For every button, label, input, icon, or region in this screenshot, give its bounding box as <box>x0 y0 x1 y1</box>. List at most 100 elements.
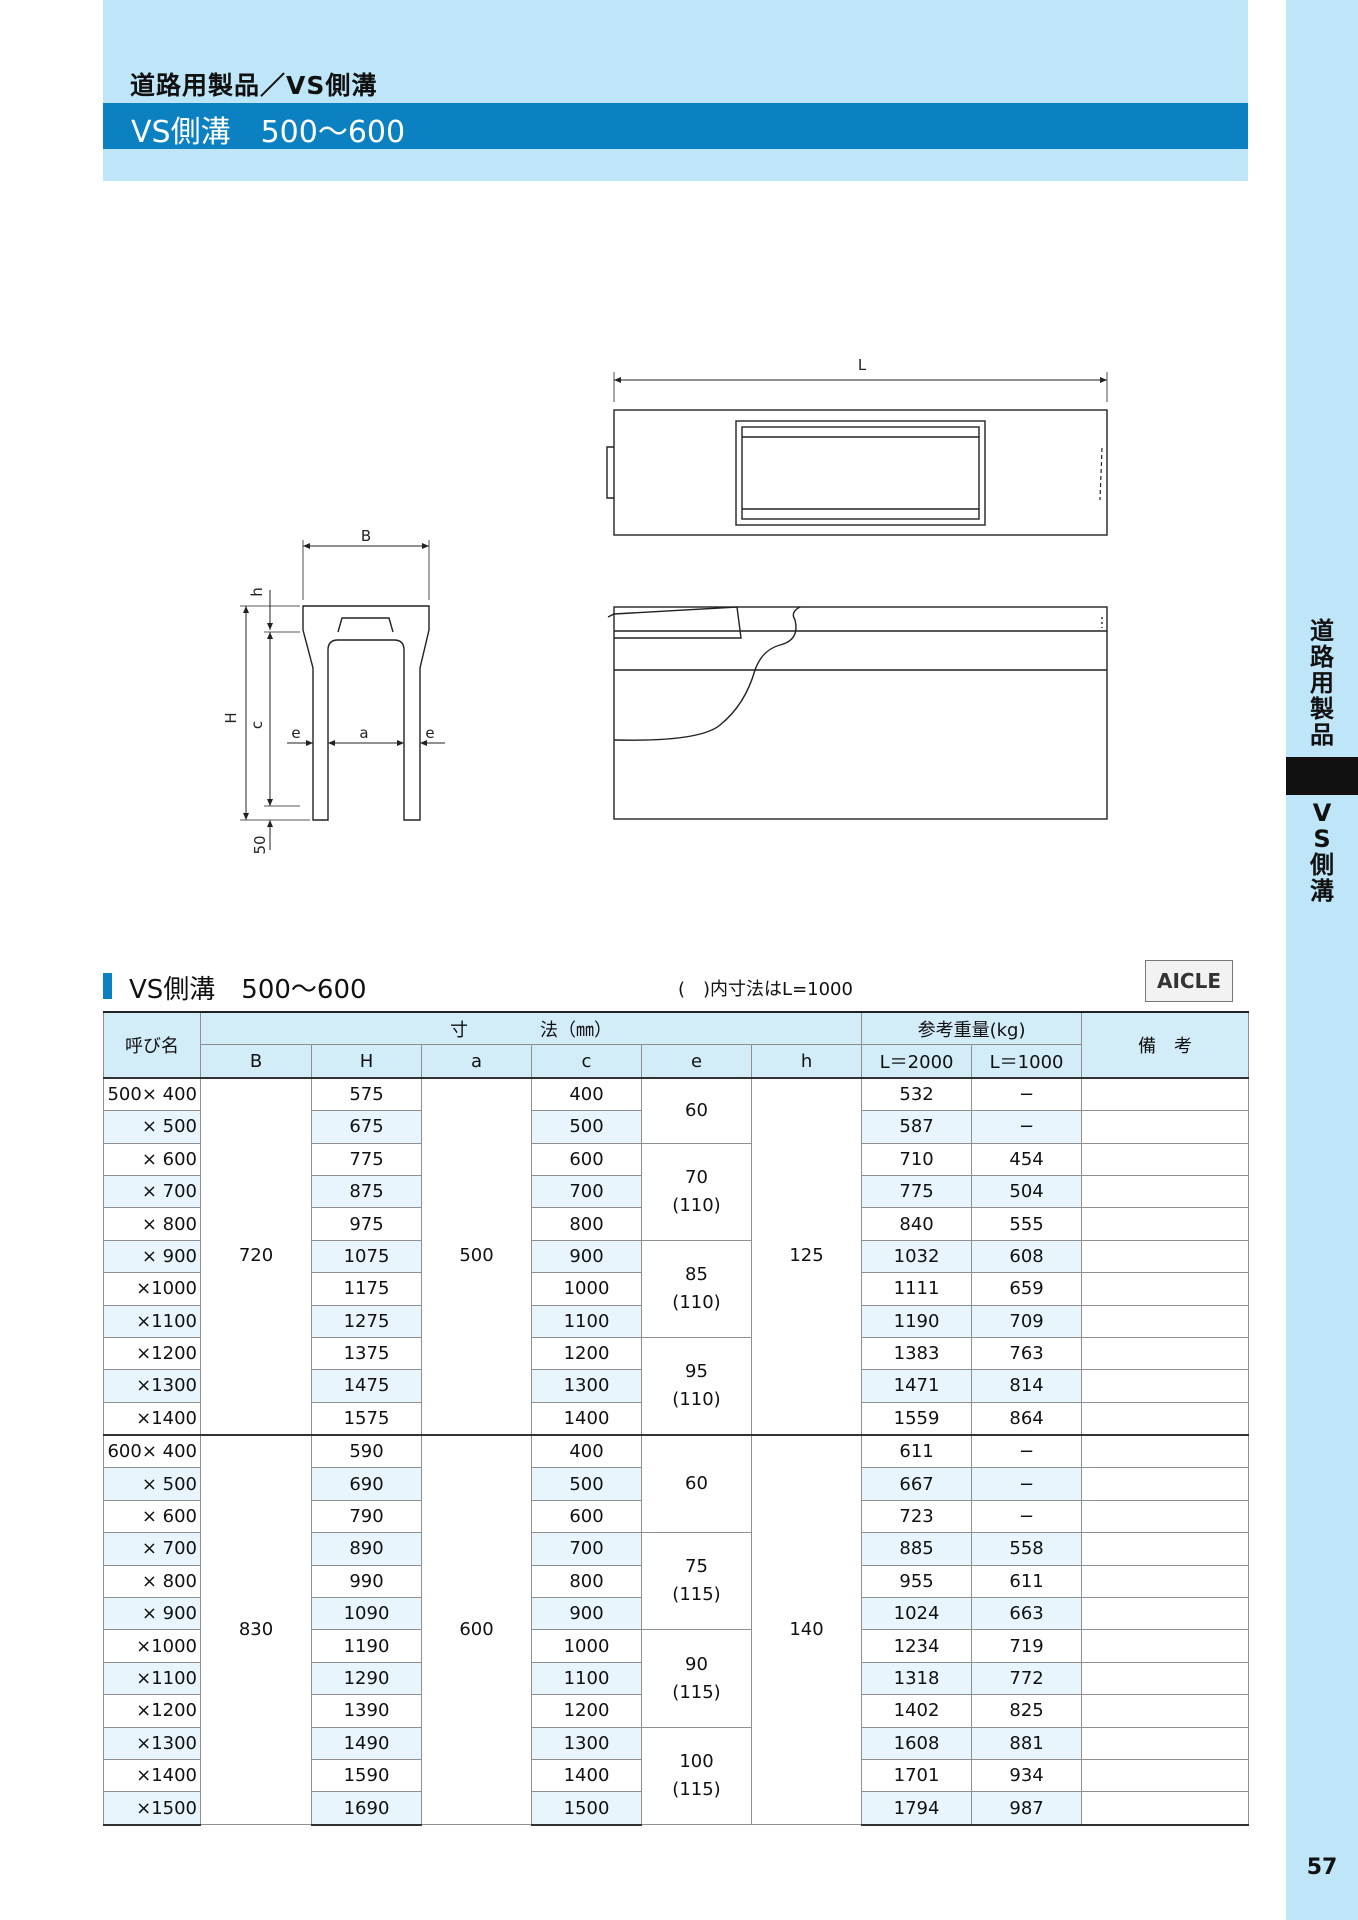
cell-h: 790 <box>311 1499 422 1534</box>
cell-weight-l1000: 454 <box>971 1142 1083 1176</box>
cell-remarks <box>1081 1076 1250 1112</box>
cell-weight-l1000: 987 <box>971 1791 1083 1826</box>
cell-weight-l1000: − <box>971 1076 1083 1112</box>
aicle-logo: AICLE <box>1145 960 1233 1002</box>
cell-e: 100(115) <box>641 1726 752 1826</box>
cell-c: 1000 <box>531 1629 642 1663</box>
cell-c: 700 <box>531 1174 642 1209</box>
cell-weight-l1000: − <box>971 1499 1083 1534</box>
side-marker <box>1286 757 1358 795</box>
table-title: VS側溝 500〜600 <box>129 975 367 1005</box>
cell-h: 875 <box>311 1174 422 1209</box>
cell-c: 1300 <box>531 1369 642 1403</box>
title-band: VS側溝 500〜600 <box>103 103 1248 150</box>
cell-c: 900 <box>531 1239 642 1274</box>
cell-weight-l2000: 667 <box>861 1467 973 1501</box>
cell-h: 1490 <box>311 1726 422 1760</box>
cell-remarks <box>1081 1694 1250 1728</box>
cell-name: × 800 <box>103 1564 201 1599</box>
cell-weight-l1000: 881 <box>971 1726 1083 1760</box>
cell-h: 1390 <box>311 1694 422 1728</box>
cell-e-sub: (110) <box>672 1194 721 1216</box>
cell-weight-l1000: 719 <box>971 1629 1083 1663</box>
cell-name: × 900 <box>103 1239 201 1274</box>
cell-name: × 700 <box>103 1174 201 1209</box>
header-dims: 寸 法（㎜） <box>199 1011 863 1046</box>
dim-e-left-label: e <box>291 724 300 742</box>
cell-weight-l2000: 775 <box>861 1174 973 1209</box>
cell-weight-l2000: 1318 <box>861 1661 973 1696</box>
cell-e: 70 (110) <box>641 1142 752 1241</box>
cell-remarks <box>1081 1597 1250 1631</box>
cell-weight-l2000: 723 <box>861 1499 973 1534</box>
cell-c: 900 <box>531 1597 642 1631</box>
cell-h: 590 <box>311 1434 422 1469</box>
cell-name: × 600 <box>103 1499 201 1534</box>
cell-remarks <box>1081 1758 1250 1793</box>
cell-e-main: 100 <box>679 1750 714 1772</box>
heading-marker <box>103 973 112 999</box>
cell-e-main: 90 <box>685 1653 708 1675</box>
cell-e-sub: (110) <box>672 1291 721 1313</box>
cell-h: 1690 <box>311 1791 422 1826</box>
cell-remarks <box>1081 1239 1250 1274</box>
cell-e: 95(110) <box>641 1336 752 1436</box>
cell-weight-l1000: 663 <box>971 1597 1083 1631</box>
cell-weight-l2000: 840 <box>861 1207 973 1241</box>
cell-name: × 700 <box>103 1532 201 1566</box>
cell-weight-l1000: 611 <box>971 1564 1083 1599</box>
table-note: ( )内寸法はL=1000 <box>678 979 853 1000</box>
cell-name: × 500 <box>103 1467 201 1501</box>
header-weight: 参考重量(kg) <box>861 1011 1083 1046</box>
cell-c: 600 <box>531 1499 642 1534</box>
cell-name: ×1300 <box>103 1726 201 1760</box>
cell-h: 1375 <box>311 1336 422 1371</box>
cell-e: 60 <box>641 1076 752 1144</box>
cell-weight-l1000: 659 <box>971 1272 1083 1306</box>
spec-table: 呼び名 寸 法（㎜） 参考重量(kg) 備 考 B H a c e h L＝20… <box>103 1011 1250 1826</box>
cell-h: 1090 <box>311 1597 422 1631</box>
dim-b-label: B <box>361 527 371 545</box>
cell-e-main: 95 <box>685 1360 708 1382</box>
cell-remarks <box>1081 1499 1250 1534</box>
cell-c: 1200 <box>531 1336 642 1371</box>
cell-weight-l2000: 611 <box>861 1434 973 1469</box>
cell-remarks <box>1081 1434 1250 1469</box>
cell-e-main: 70 <box>685 1166 708 1188</box>
cell-c: 1500 <box>531 1791 642 1826</box>
cell-c: 1100 <box>531 1661 642 1696</box>
cell-weight-l1000: 608 <box>971 1239 1083 1274</box>
cell-h: 1590 <box>311 1758 422 1793</box>
header-b: B <box>200 1044 312 1079</box>
cell-remarks <box>1081 1629 1250 1663</box>
cell-name: ×1100 <box>103 1661 201 1696</box>
dim-a-label: a <box>359 724 368 742</box>
cell-c: 800 <box>531 1564 642 1599</box>
header-a: a <box>421 1044 532 1079</box>
cell-h: 890 <box>311 1532 422 1566</box>
cell-remarks <box>1081 1369 1250 1403</box>
cell-weight-l1000: 558 <box>971 1532 1083 1566</box>
header-name: 呼び名 <box>103 1011 201 1079</box>
cell-h: 1290 <box>311 1661 422 1696</box>
category-heading: 道路用製品／VS側溝 <box>130 71 378 100</box>
cell-remarks <box>1081 1661 1250 1696</box>
cell-weight-l2000: 1190 <box>861 1304 973 1338</box>
cell-weight-l1000: 825 <box>971 1694 1083 1728</box>
cell-name: 600× 400 <box>103 1434 201 1469</box>
cell-remarks <box>1081 1272 1250 1306</box>
cell-a: 500 <box>421 1076 532 1436</box>
cell-weight-l2000: 1111 <box>861 1272 973 1306</box>
dim-h-label: H <box>222 712 240 723</box>
cell-remarks <box>1081 1207 1250 1241</box>
cell-c: 1000 <box>531 1272 642 1306</box>
cell-e-main: 60 <box>685 1473 708 1495</box>
